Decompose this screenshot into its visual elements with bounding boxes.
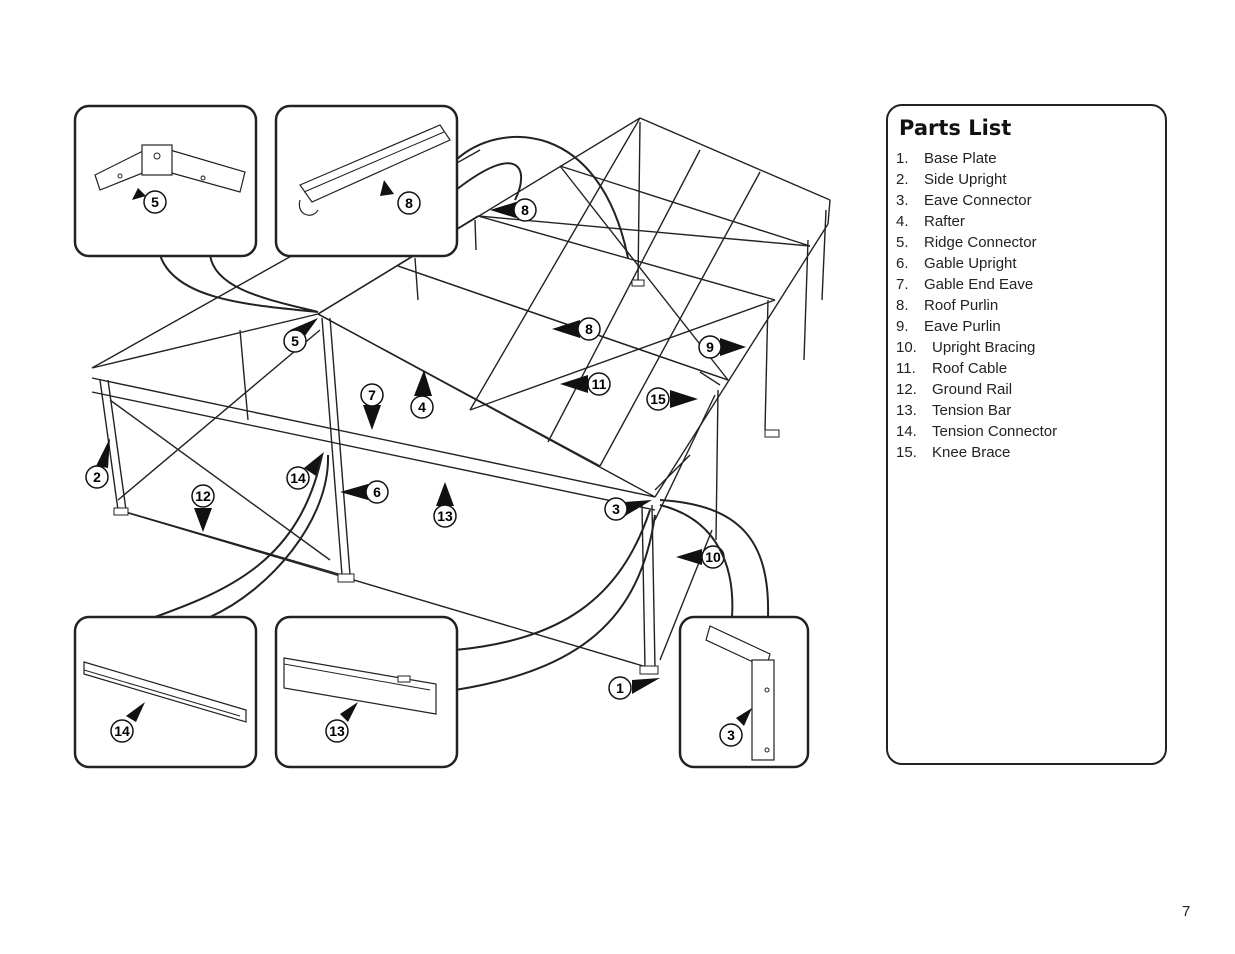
callout-5: 5 bbox=[283, 318, 318, 353]
detail-box-roof-purlin: 8 bbox=[274, 104, 459, 258]
tent-frame bbox=[91, 117, 831, 669]
part-number: 13. bbox=[896, 402, 917, 419]
part-number: 5. bbox=[896, 234, 909, 251]
part-name: Roof Cable bbox=[932, 360, 1008, 377]
svg-text:14: 14 bbox=[114, 723, 130, 739]
leader-tension-connector bbox=[154, 454, 330, 618]
part-name: Ground Rail bbox=[932, 381, 1013, 398]
callout-15: 15 bbox=[646, 387, 698, 411]
svg-text:12: 12 bbox=[195, 488, 211, 504]
parts-list-item: 10. Upright Bracing bbox=[896, 337, 1057, 358]
part-number: 3. bbox=[896, 192, 909, 209]
part-number: 15. bbox=[896, 444, 917, 461]
svg-text:8: 8 bbox=[405, 195, 413, 211]
part-number: 2. bbox=[896, 171, 909, 188]
part-name: Knee Brace bbox=[932, 444, 1011, 461]
svg-text:13: 13 bbox=[329, 723, 345, 739]
svg-text:3: 3 bbox=[612, 501, 620, 517]
callout-12: 12 bbox=[191, 484, 215, 532]
part-name: Tension Bar bbox=[932, 402, 1012, 419]
callout-7: 7 bbox=[360, 383, 384, 430]
part-name: Rafter bbox=[924, 213, 965, 230]
svg-text:7: 7 bbox=[368, 387, 376, 403]
svg-text:9: 9 bbox=[706, 339, 714, 355]
svg-text:10: 10 bbox=[705, 549, 721, 565]
part-number: 14. bbox=[896, 423, 917, 440]
parts-list-item: 1. Base Plate bbox=[896, 148, 1057, 169]
parts-list-item: 2. Side Upright bbox=[896, 169, 1057, 190]
parts-list-item: 5. Ridge Connector bbox=[896, 232, 1057, 253]
part-name: Base Plate bbox=[924, 150, 997, 167]
parts-list-item: 9. Eave Purlin bbox=[896, 316, 1057, 337]
base-plates bbox=[113, 279, 780, 675]
parts-list-title: Parts List bbox=[899, 116, 1012, 140]
part-number: 4. bbox=[896, 213, 909, 230]
parts-list-item: 8. Roof Purlin bbox=[896, 295, 1057, 316]
parts-list-item: 13. Tension Bar bbox=[896, 400, 1057, 421]
svg-text:8: 8 bbox=[585, 321, 593, 337]
detail-box-ridge-connector: 5 bbox=[73, 104, 258, 258]
leader-eave-connector bbox=[659, 499, 770, 618]
svg-text:5: 5 bbox=[151, 194, 159, 210]
part-number: 9. bbox=[896, 318, 909, 335]
part-name: Gable End Eave bbox=[924, 276, 1034, 293]
svg-text:5: 5 bbox=[291, 333, 299, 349]
svg-text:13: 13 bbox=[437, 508, 453, 524]
callout-11: 11 bbox=[560, 372, 611, 396]
callout-8-rear: 8 bbox=[490, 198, 537, 222]
callout-4: 4 bbox=[410, 370, 434, 419]
parts-list: 1. Base Plate 2. Side Upright 3. Eave Connect… bbox=[896, 148, 1057, 463]
callout-3: 3 bbox=[604, 497, 652, 521]
part-number: 6. bbox=[896, 255, 909, 272]
svg-text:6: 6 bbox=[373, 484, 381, 500]
parts-list-panel: Parts List 1. Base Plate 2. Side Upright 3. E… bbox=[886, 104, 1167, 765]
part-name: Gable Upright bbox=[924, 255, 1017, 272]
part-name: Roof Purlin bbox=[924, 297, 999, 314]
detail-box-eave-connector: 3 bbox=[678, 615, 810, 769]
svg-text:3: 3 bbox=[727, 727, 735, 743]
leader-ridge-connector bbox=[159, 254, 319, 313]
part-name: Eave Purlin bbox=[924, 318, 1001, 335]
leader-tension-bar bbox=[454, 509, 656, 691]
parts-list-item: 3. Eave Connector bbox=[896, 190, 1057, 211]
callout-6: 6 bbox=[340, 480, 389, 504]
part-name: Eave Connector bbox=[924, 192, 1032, 209]
callout-10: 10 bbox=[676, 545, 725, 569]
part-name: Ridge Connector bbox=[924, 234, 1037, 251]
svg-text:15: 15 bbox=[650, 391, 666, 407]
part-number: 12. bbox=[896, 381, 917, 398]
svg-text:8: 8 bbox=[521, 202, 529, 218]
callout-1: 1 bbox=[608, 676, 660, 700]
parts-list-item: 4. Rafter bbox=[896, 211, 1057, 232]
callout-2: 2 bbox=[85, 438, 110, 489]
parts-list-item: 7. Gable End Eave bbox=[896, 274, 1057, 295]
svg-text:1: 1 bbox=[616, 680, 624, 696]
callout-8: 8 bbox=[552, 317, 601, 341]
parts-list-item: 11. Roof Cable bbox=[896, 358, 1057, 379]
part-number: 7. bbox=[896, 276, 909, 293]
leader-roof-purlin bbox=[455, 135, 629, 259]
detail-box-tension-bar: 13 bbox=[274, 615, 459, 769]
parts-list-item: 12. Ground Rail bbox=[896, 379, 1057, 400]
part-number: 8. bbox=[896, 297, 909, 314]
svg-text:14: 14 bbox=[290, 470, 306, 486]
part-number: 11. bbox=[896, 360, 916, 377]
svg-text:11: 11 bbox=[592, 376, 607, 392]
parts-list-item: 14. Tension Connector bbox=[896, 421, 1057, 442]
svg-text:2: 2 bbox=[93, 469, 101, 485]
part-name: Upright Bracing bbox=[932, 339, 1036, 356]
callout-14: 14 bbox=[286, 452, 324, 490]
part-name: Side Upright bbox=[924, 171, 1007, 188]
parts-list-item: 6. Gable Upright bbox=[896, 253, 1057, 274]
part-number: 1. bbox=[896, 150, 909, 167]
part-number: 10. bbox=[896, 339, 917, 356]
page-number: 7 bbox=[1182, 903, 1191, 920]
callout-9: 9 bbox=[698, 335, 746, 359]
callout-13: 13 bbox=[433, 482, 457, 528]
detail-box-tension-connector: 14 bbox=[73, 615, 258, 769]
part-name: Tension Connector bbox=[932, 423, 1058, 440]
svg-text:4: 4 bbox=[418, 399, 426, 415]
parts-list-item: 15. Knee Brace bbox=[896, 442, 1057, 463]
